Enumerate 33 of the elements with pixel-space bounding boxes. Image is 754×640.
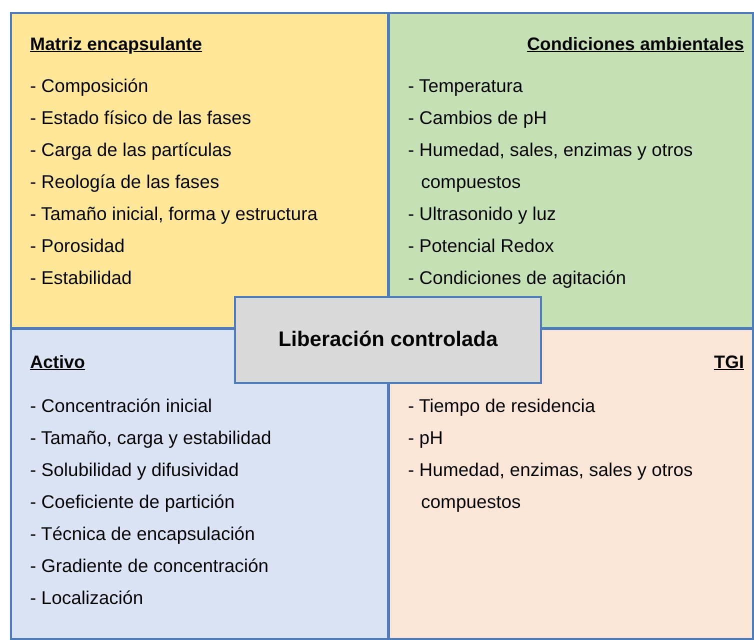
list-item: - Estabilidad (30, 266, 133, 290)
category-panel (10, 328, 389, 640)
section-heading: Condiciones ambientales (526, 34, 744, 55)
list-item: - Tamaño inicial, forma y estructura (30, 202, 319, 226)
list-item: - Humedad, enzimas, sales y otros compuestos (408, 458, 694, 514)
list-item: - Porosidad (30, 234, 126, 258)
list-item: - Temperatura (408, 74, 524, 98)
list-item: - Cambios de pH (408, 106, 548, 130)
center-title: Liberación controlada (278, 328, 498, 352)
list-item: - Localización (30, 586, 144, 610)
list-item: - Ultrasonido y luz (408, 202, 558, 226)
central-box (234, 296, 542, 384)
list-item: - Técnica de encapsulación (30, 522, 256, 546)
list-item: - Reología de las fases (30, 170, 220, 194)
list-item: - pH (408, 426, 444, 450)
list-item: - Composición (30, 74, 150, 98)
category-panel (388, 328, 754, 640)
list-item: - Tamaño, carga y estabilidad (30, 426, 272, 450)
list-item: - Humedad, sales, enzimas y otros compuestos (408, 138, 694, 194)
list-item: - Solubilidad y difusividad (30, 458, 240, 482)
list-item: - Potencial Redox (408, 234, 556, 258)
category-panel (10, 12, 389, 329)
section-heading: Activo (30, 352, 86, 373)
list-item: - Coeficiente de partición (30, 490, 236, 514)
category-panel (388, 12, 754, 329)
list-item: - Gradiente de concentración (30, 554, 270, 578)
list-item: - Tiempo de residencia (408, 394, 596, 418)
section-heading: Matriz encapsulante (30, 34, 202, 55)
list-item: - Condiciones de agitación (408, 266, 628, 290)
list-item: - Concentración inicial (30, 394, 214, 418)
section-heading: TGI (714, 352, 744, 373)
list-item: - Estado físico de las fases (30, 106, 252, 130)
list-item: - Carga de las partículas (30, 138, 233, 162)
